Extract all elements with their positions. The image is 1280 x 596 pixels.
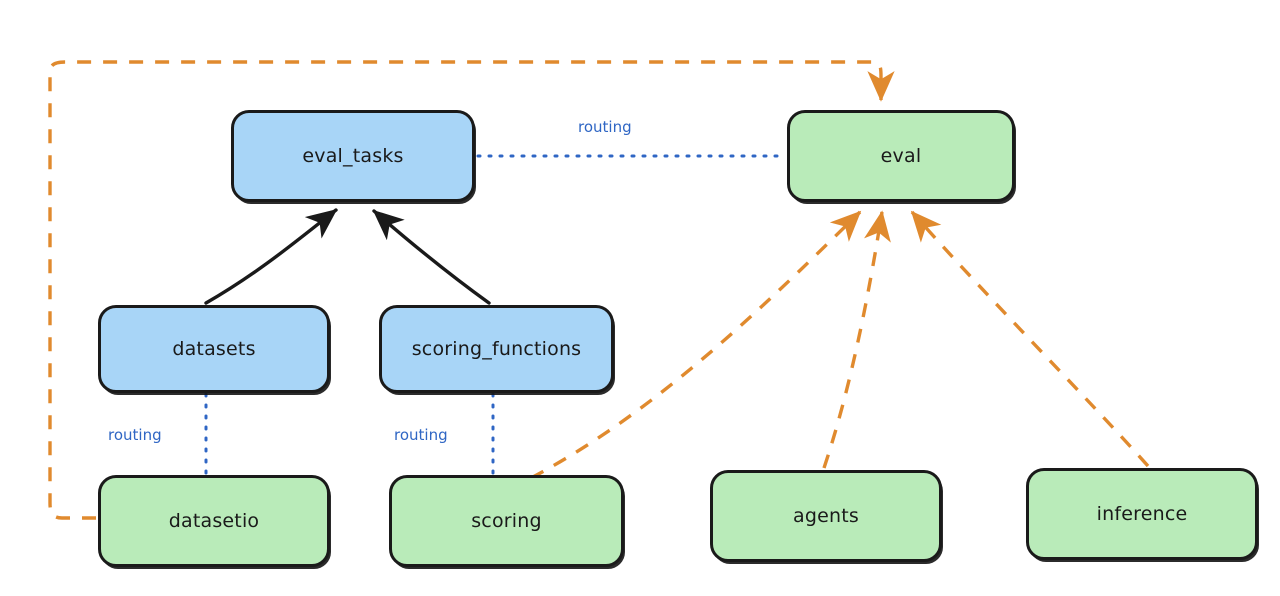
node-scoring[interactable]: scoring [389, 475, 624, 567]
edge-label-routing-scoring_functions-scoring: routing [394, 426, 448, 444]
node-label-datasetio: datasetio [168, 510, 260, 532]
node-eval[interactable]: eval [787, 110, 1015, 202]
node-inference[interactable]: inference [1026, 468, 1258, 560]
node-label-datasets: datasets [172, 338, 256, 360]
node-datasetio[interactable]: datasetio [98, 475, 330, 567]
edge-scoring-to-eval [530, 210, 862, 480]
edge-datasets-to-eval_tasks [204, 208, 338, 305]
edge-agents-to-eval [822, 210, 891, 469]
node-label-agents: agents [793, 505, 859, 527]
node-datasets[interactable]: datasets [98, 305, 330, 393]
node-scoring_functions[interactable]: scoring_functions [379, 305, 614, 393]
edge-scoring_functions-to-eval_tasks [372, 209, 491, 305]
node-label-eval_tasks: eval_tasks [302, 145, 404, 167]
edge-datasetio-to-eval [48, 60, 895, 520]
edge-inference-to-eval [910, 210, 1150, 468]
node-label-scoring_functions: scoring_functions [411, 338, 582, 360]
node-label-eval: eval [880, 145, 922, 167]
edge-label-routing-datasets-datasetio: routing [108, 426, 162, 444]
node-eval_tasks[interactable]: eval_tasks [231, 110, 475, 202]
node-label-inference: inference [1096, 503, 1188, 525]
node-agents[interactable]: agents [710, 470, 942, 562]
node-label-scoring: scoring [471, 510, 542, 532]
edge-label-routing-eval_tasks-eval: routing [578, 118, 632, 136]
